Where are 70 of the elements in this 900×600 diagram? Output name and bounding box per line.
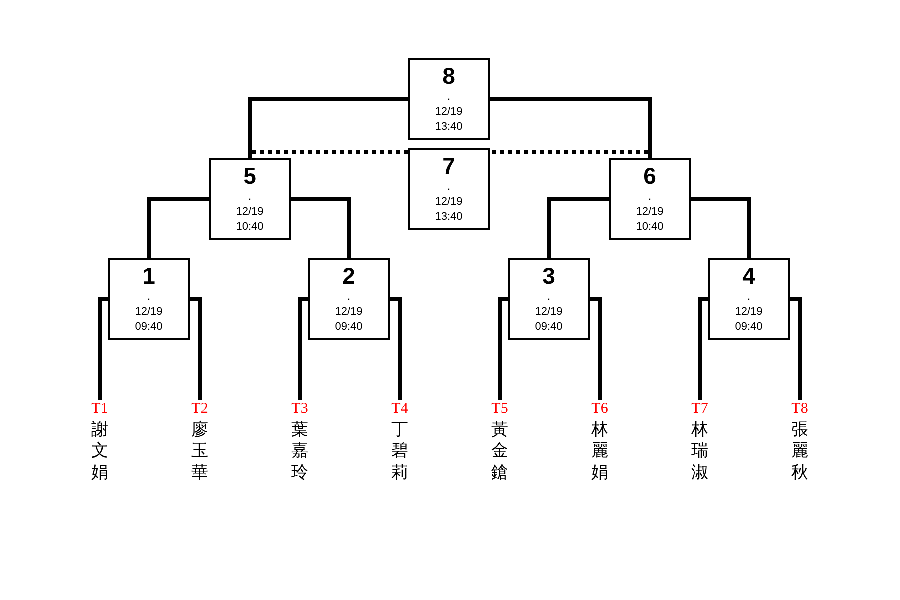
match-box xyxy=(508,258,590,340)
match-number: 7 xyxy=(442,154,456,180)
player-name: 張麗秋 xyxy=(792,419,808,483)
placeholder-dot: . xyxy=(147,291,151,304)
seed-label: T4 xyxy=(392,400,408,418)
seed-label: T6 xyxy=(592,400,608,418)
bracket-line xyxy=(498,297,508,400)
match-number: 3 xyxy=(542,264,556,290)
match-date: 12/19 xyxy=(535,305,563,320)
dashed-bracket-line xyxy=(248,150,408,158)
bracket-line xyxy=(698,297,708,400)
seed-label: T5 xyxy=(492,400,508,418)
seed-label: T2 xyxy=(192,400,208,418)
placeholder-dot: . xyxy=(447,181,451,194)
placeholder-dot: . xyxy=(447,91,451,104)
bracket-line xyxy=(291,197,351,258)
match-date: 12/19 xyxy=(435,105,463,120)
seed-label: T3 xyxy=(292,400,308,418)
bracket-line xyxy=(390,297,402,400)
placeholder-dot: . xyxy=(648,191,652,204)
match-number: 1 xyxy=(142,264,156,290)
placeholder-dot: . xyxy=(248,191,252,204)
match-time: 13:40 xyxy=(435,210,463,224)
player-name: 林瑞淑 xyxy=(692,419,708,483)
match-box xyxy=(408,148,490,230)
match-date: 12/19 xyxy=(636,205,664,220)
match-number: 5 xyxy=(244,164,256,190)
seed-label: T8 xyxy=(792,400,808,418)
bracket-line xyxy=(590,297,602,400)
player-name: 廖玉華 xyxy=(192,419,208,483)
match-number: 8 xyxy=(442,64,456,90)
seed-label: T1 xyxy=(92,400,108,418)
match-date: 12/19 xyxy=(335,305,363,320)
match-time: 10:40 xyxy=(636,220,664,234)
match-number: 4 xyxy=(742,264,756,290)
bracket-line xyxy=(790,297,802,400)
seed-label: T7 xyxy=(692,400,708,418)
match-box xyxy=(108,258,190,340)
bracket-line xyxy=(691,197,751,258)
match-number: 2 xyxy=(342,264,356,290)
placeholder-dot: . xyxy=(347,291,351,304)
player-name: 丁碧莉 xyxy=(392,419,408,483)
match-box xyxy=(609,158,691,240)
match-box xyxy=(209,158,291,240)
match-time: 13:40 xyxy=(435,120,463,134)
match-date: 12/19 xyxy=(435,195,463,210)
match-box xyxy=(308,258,390,340)
placeholder-dot: . xyxy=(747,291,751,304)
match-date: 12/19 xyxy=(735,305,763,320)
player-name: 謝文娟 xyxy=(92,419,108,483)
match-box xyxy=(708,258,790,340)
bracket-line xyxy=(547,197,609,258)
match-time: 09:40 xyxy=(335,320,363,334)
player-name: 黃金鎗 xyxy=(492,419,508,483)
player-name: 葉嘉玲 xyxy=(292,419,308,483)
match-number: 6 xyxy=(644,164,656,190)
dashed-bracket-line xyxy=(490,150,652,158)
bracket-line xyxy=(298,297,308,400)
match-time: 09:40 xyxy=(535,320,563,334)
bracket-line xyxy=(98,297,108,400)
player-name: 林麗娟 xyxy=(592,419,608,483)
bracket-line xyxy=(147,197,209,258)
match-date: 12/19 xyxy=(236,205,264,220)
match-box xyxy=(408,58,490,140)
bracket-line xyxy=(190,297,202,400)
match-time: 09:40 xyxy=(735,320,763,334)
match-date: 12/19 xyxy=(135,305,163,320)
match-time: 09:40 xyxy=(135,320,163,334)
match-time: 10:40 xyxy=(236,220,264,234)
placeholder-dot: . xyxy=(547,291,551,304)
